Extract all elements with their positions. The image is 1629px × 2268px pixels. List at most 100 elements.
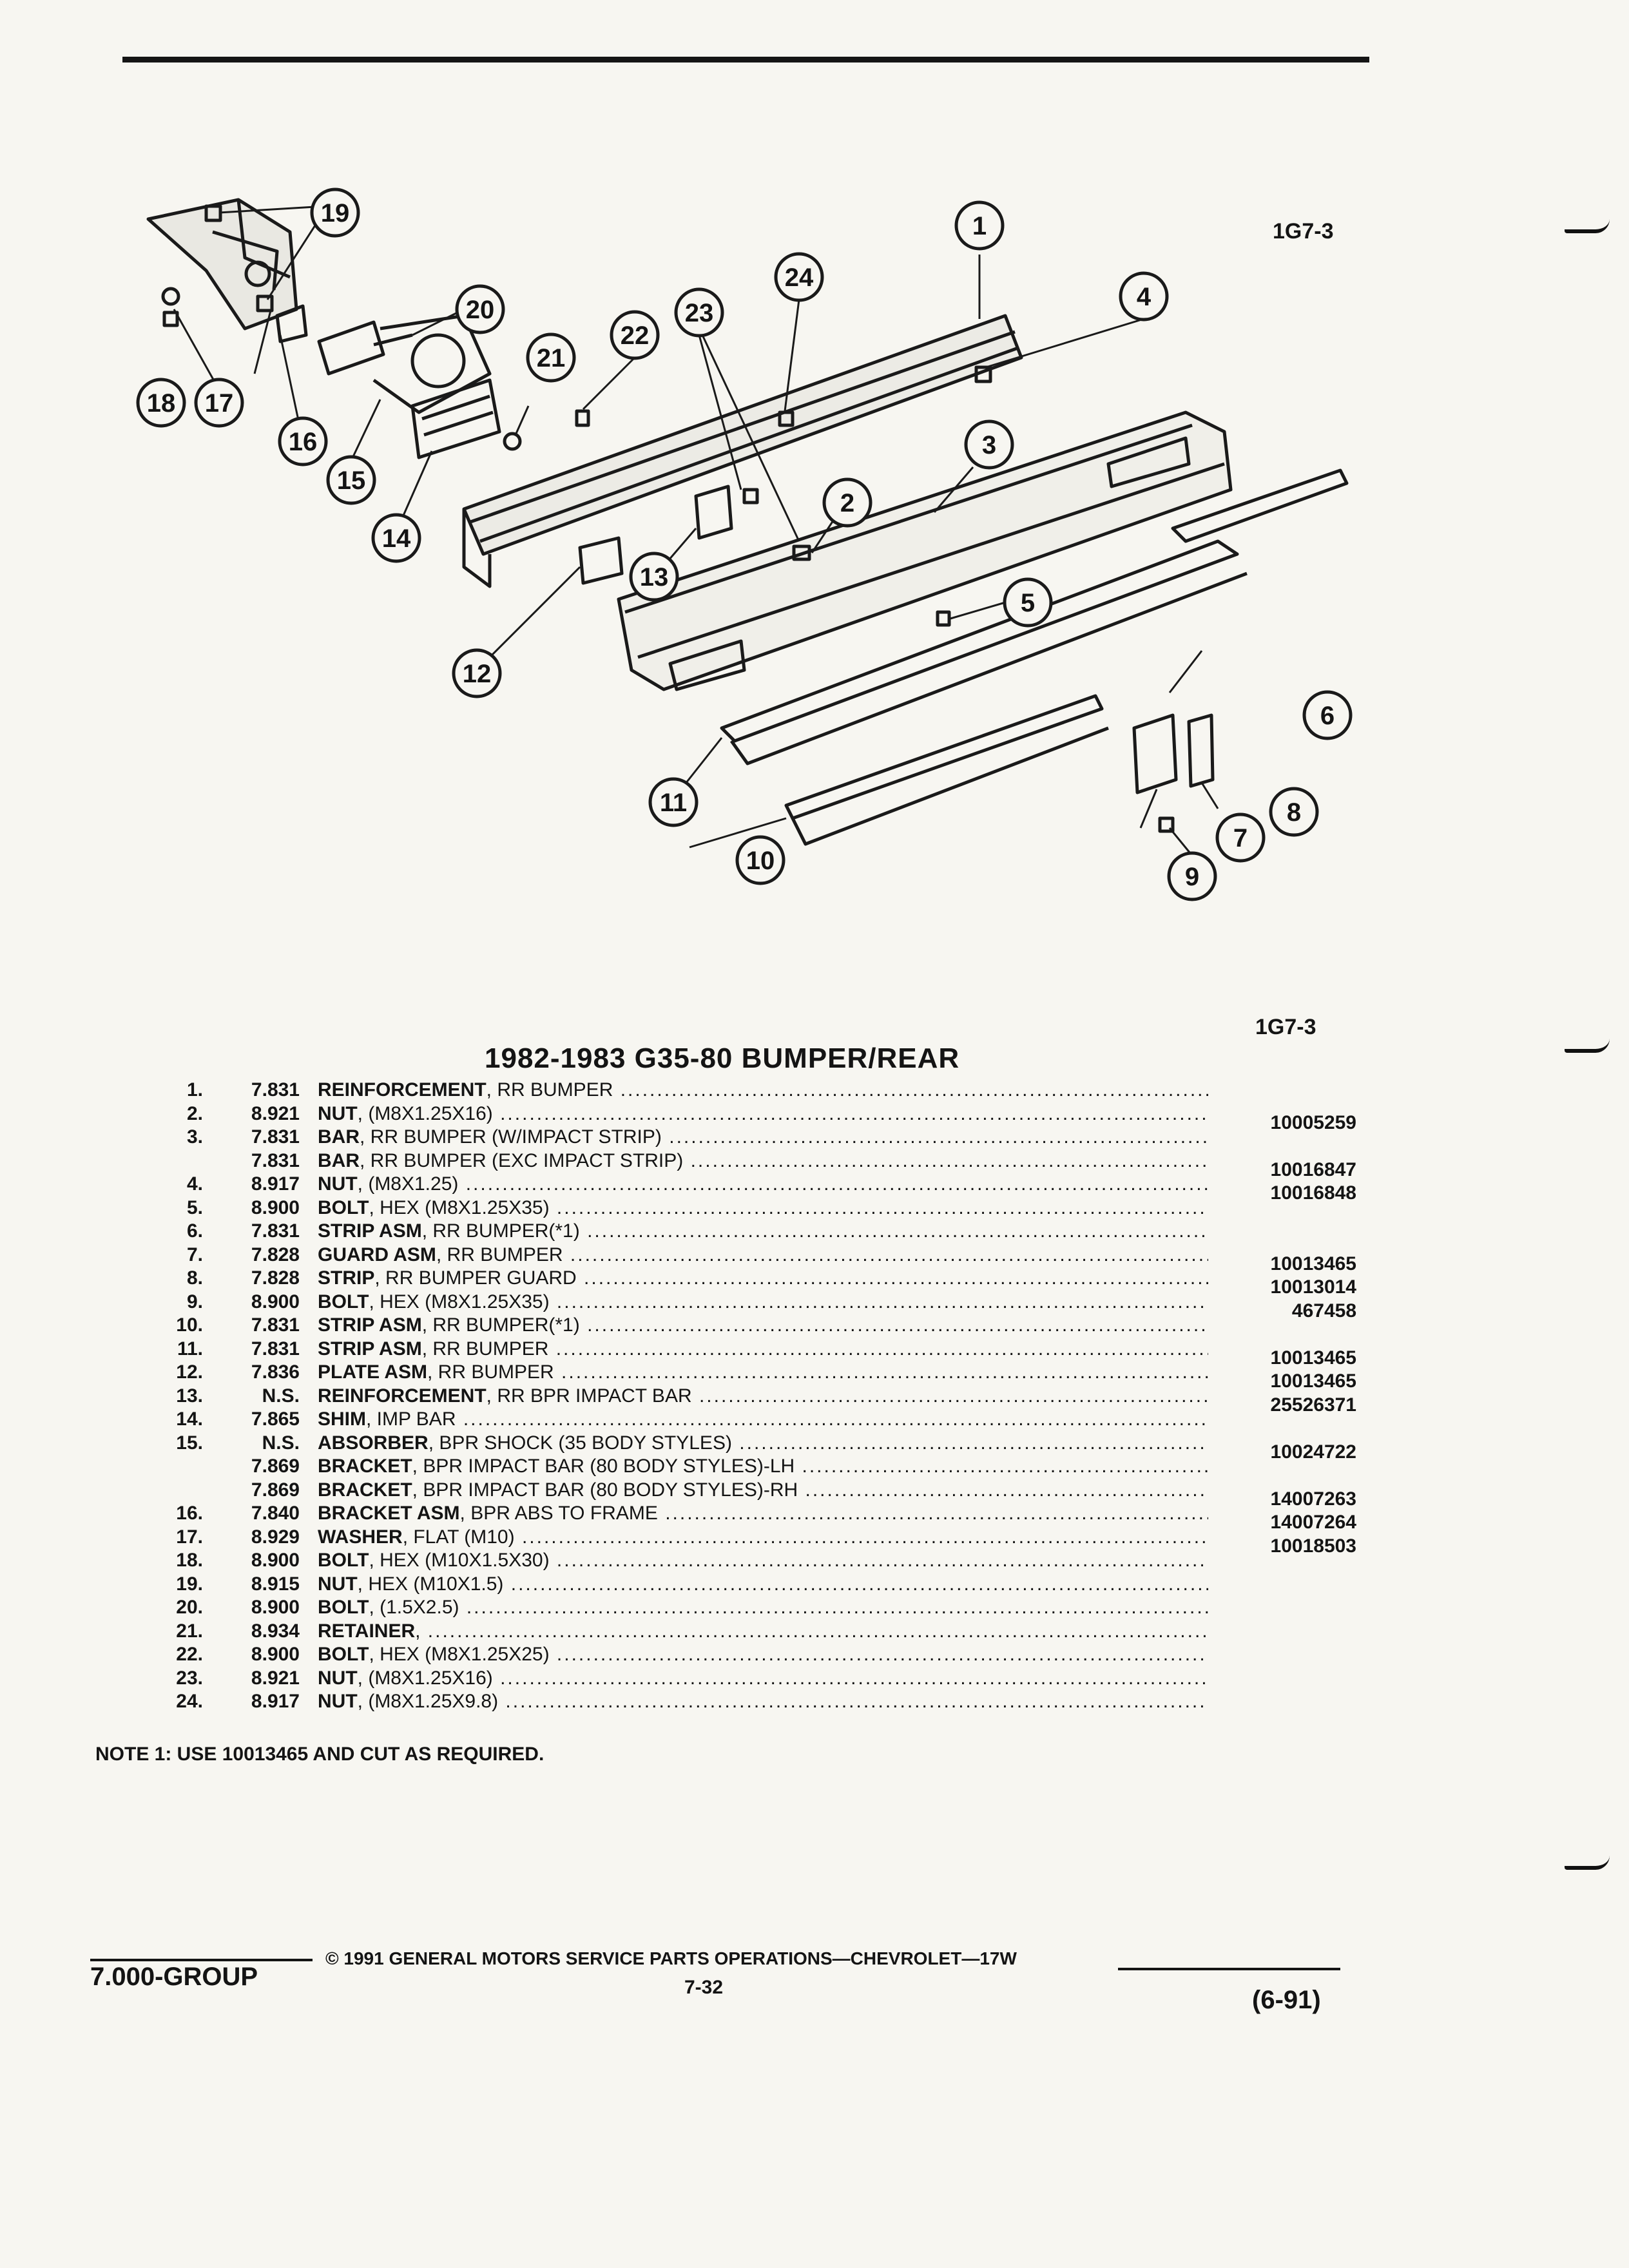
part-description: BOLT, HEX (M8X1.25X35) .................… (318, 1197, 1208, 1219)
part-description: NUT, (M8X1.25X9.8) .....................… (318, 1691, 1208, 1713)
group-number: 7.831 (251, 1338, 300, 1360)
part-name: RETAINER (318, 1620, 416, 1642)
callout-circle (194, 378, 244, 428)
callout-label: 13 (640, 563, 669, 591)
part-detail: , RR BPR IMPACT BAR (486, 1385, 692, 1407)
group-number: 7.869 (251, 1479, 300, 1501)
bolt-part (373, 333, 413, 347)
part-number: 25526371 (1270, 1394, 1356, 1416)
part-name: NUT (318, 1102, 358, 1124)
group-number: 8.915 (251, 1573, 300, 1595)
part-name: STRIP ASM (318, 1314, 422, 1336)
part-name: NUT (318, 1667, 358, 1689)
part-detail: , RR BUMPER (436, 1244, 563, 1265)
item-number: 3. (186, 1126, 203, 1148)
part-detail: , RR BUMPER(*1) (421, 1220, 580, 1242)
callout-label: 17 (205, 389, 234, 418)
callout-label: 15 (337, 466, 366, 495)
leader-dots: ........................................… (555, 1338, 1208, 1360)
part-name: BRACKET (318, 1479, 412, 1501)
group-number: 7.831 (251, 1149, 300, 1171)
item-number: 23. (176, 1667, 203, 1689)
leader-dots: ........................................… (556, 1291, 1208, 1312)
top-rule (122, 57, 1369, 62)
figure-code-bottom: 1G7-3 (1255, 1015, 1316, 1039)
item-number: 12. (176, 1361, 203, 1383)
callout-circle (1167, 851, 1217, 901)
leader-dots: ........................................… (465, 1173, 1208, 1195)
reinforcement-part (479, 346, 1019, 543)
table-row: 15.N.S.ABSORBER, BPR SHOCK (35 BODY STYL… (145, 1432, 1356, 1463)
group-number: 8.929 (251, 1526, 300, 1548)
part-name: BOLT (318, 1291, 369, 1312)
part-name: NUT (318, 1691, 358, 1712)
group-number: 8.917 (251, 1173, 300, 1195)
callout-circle (310, 187, 360, 238)
group-number: 8.900 (251, 1644, 300, 1665)
part-description: BRACKET, BPR IMPACT BAR (80 BODY STYLES)… (318, 1456, 1208, 1477)
callout-label: 7 (1233, 824, 1248, 852)
part-number: 10005259 (1270, 1111, 1356, 1133)
leader-dots: ........................................… (556, 1196, 1208, 1218)
callout-circle (526, 332, 576, 383)
group-number: 8.921 (251, 1102, 300, 1124)
part-name: ABSORBER (318, 1432, 429, 1454)
group-number: 8.921 (251, 1667, 300, 1689)
bracket-asm-part (275, 304, 308, 343)
callout-circle (136, 378, 186, 428)
item-number: 19. (176, 1573, 203, 1595)
part-description: BRACKET ASM, BPR ABS TO FRAME ..........… (318, 1503, 1208, 1524)
nut-part (778, 410, 795, 427)
leader-dots: ........................................… (620, 1079, 1208, 1100)
part-description: BOLT, (1.5X2.5) ........................… (318, 1597, 1208, 1619)
part-number: 10013465 (1270, 1347, 1356, 1369)
callout-label: 3 (982, 431, 996, 459)
group-number: 8.900 (251, 1550, 300, 1571)
callout-label: 8 (1287, 798, 1301, 827)
leader-dots: ........................................… (466, 1597, 1208, 1618)
part-detail: , HEX (M10X1.5X30) (369, 1550, 550, 1571)
part-description: ABSORBER, BPR SHOCK (35 BODY STYLES) ...… (318, 1432, 1208, 1454)
table-row: 17. 8.929 WASHER, FLAT (M10) .............… (145, 1526, 1356, 1557)
leader-dots: ........................................… (510, 1573, 1208, 1595)
part-number: 10013014 (1270, 1276, 1356, 1298)
leader-dots: ........................................… (427, 1620, 1208, 1642)
part-name: BOLT (318, 1550, 369, 1571)
part-detail: , (415, 1620, 421, 1642)
group-number: 7.831 (251, 1220, 300, 1242)
absorber-part (317, 320, 385, 376)
part-description: WASHER, FLAT (M10) .....................… (318, 1526, 1208, 1548)
group-number: N.S. (262, 1385, 300, 1407)
part-description: BOLT, HEX (M10X1.5X30) .................… (318, 1550, 1208, 1571)
part-detail: , BPR IMPACT BAR (80 BODY STYLES)-LH (412, 1456, 795, 1477)
frame-rail-part (146, 198, 298, 331)
frame-hole (244, 260, 271, 287)
callout-circle (954, 200, 1005, 251)
callout-circle (371, 513, 421, 563)
group-number: 7.836 (251, 1361, 300, 1383)
leader-dots: ........................................… (584, 1267, 1208, 1289)
item-number: 17. (176, 1526, 203, 1548)
part-description: REINFORCEMENT, RR BUMPER ...............… (318, 1079, 1208, 1101)
group-number: 8.917 (251, 1691, 300, 1712)
impact-reinforcement-part (694, 485, 733, 540)
callout-circle (452, 648, 502, 698)
callout-circle (1302, 690, 1353, 740)
part-description: BAR, RR BUMPER (EXC IMPACT STRIP) ......… (318, 1150, 1208, 1172)
item-number: 13. (176, 1385, 203, 1407)
figure-code-top: 1G7-3 (1273, 219, 1334, 244)
bolt-part (575, 409, 590, 427)
footer-rule (1118, 1968, 1340, 1970)
group-number: 8.900 (251, 1291, 300, 1312)
nut-part (256, 294, 274, 312)
part-name: NUT (318, 1173, 358, 1195)
part-detail: , RR BUMPER (EXC IMPACT STRIP) (360, 1149, 684, 1171)
